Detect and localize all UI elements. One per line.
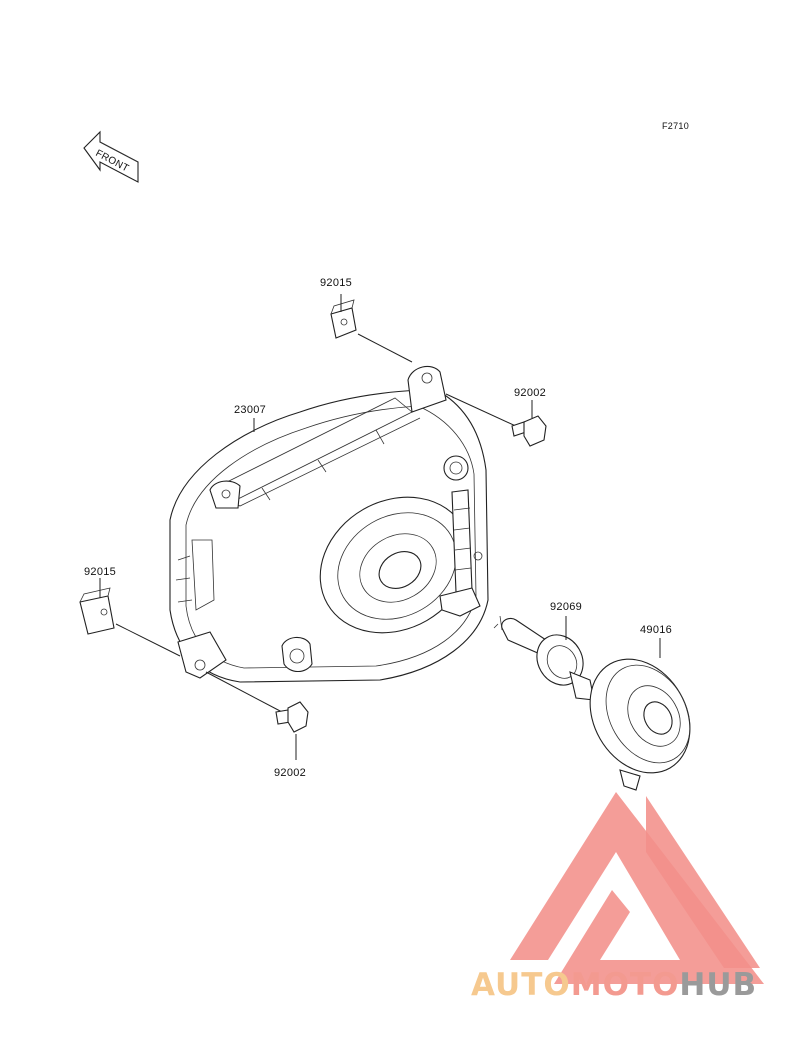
watermark-logo — [510, 792, 764, 984]
bolt-right — [511, 415, 547, 447]
headlight-unit — [169, 365, 489, 683]
label-nut-left: 92015 — [84, 566, 116, 578]
watermark-auto: AUTO — [471, 967, 571, 1003]
nut-top — [330, 299, 357, 339]
front-arrow-icon: FRONT — [83, 130, 139, 183]
figure-code: F2710 — [662, 121, 689, 131]
label-nut-top: 92015 — [320, 277, 352, 289]
nut-left — [79, 587, 115, 635]
bulb — [493, 615, 595, 701]
label-bolt-right: 92002 — [514, 387, 546, 399]
watermark-text: AUTOMOTOHUB — [471, 967, 757, 1003]
watermark-moto: MOTO — [571, 967, 680, 1003]
label-headlight-unit: 23007 — [234, 404, 266, 416]
label-bulb: 92069 — [550, 601, 582, 613]
watermark-hub: HUB — [679, 967, 757, 1003]
bolt-bottom — [275, 701, 309, 733]
label-socket-cover: 49016 — [640, 624, 672, 636]
label-bolt-bottom: 92002 — [274, 767, 306, 779]
socket-cover — [589, 658, 691, 791]
